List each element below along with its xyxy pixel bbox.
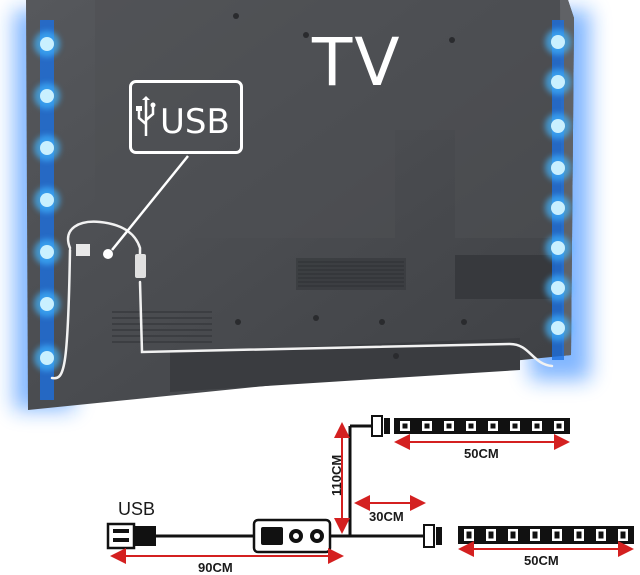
led-left-2 [34, 83, 60, 109]
strip-led-core [620, 531, 626, 539]
dim-label-90cm: 90CM [198, 560, 233, 575]
led-dots-left [34, 31, 60, 371]
strip-led-core [598, 531, 604, 539]
usb-plug [106, 522, 156, 550]
led-right-2 [545, 69, 571, 95]
dim-label-110cm: 110CM [329, 454, 344, 496]
tv-label: TV [312, 24, 402, 101]
led-right-4 [545, 155, 571, 181]
dim-label-50cm-top: 50CM [464, 446, 499, 461]
led-left-3 [34, 135, 60, 161]
strip-led-core [446, 423, 452, 429]
led-strip-bottom [458, 526, 634, 544]
usb-plug-label: USB [118, 499, 156, 519]
led-left-4 [34, 187, 60, 213]
tv-cable [50, 220, 554, 380]
strip-led-core [402, 423, 408, 429]
strip-led-core [488, 531, 494, 539]
led-right-3 [545, 113, 571, 139]
usb-icon [136, 96, 156, 136]
controller-box [252, 518, 332, 554]
led-right-5 [545, 195, 571, 221]
strip-led-core [554, 531, 560, 539]
wiring-diagram [106, 415, 634, 564]
led-strip-right [552, 20, 564, 360]
strip-led-core [534, 423, 540, 429]
strip-led-core [512, 423, 518, 429]
led-right-7 [545, 275, 571, 301]
callout-pointer [103, 155, 189, 259]
strip-body [394, 418, 570, 434]
strip-body [458, 526, 634, 544]
led-left-6 [34, 291, 60, 317]
usb-callout-box [129, 80, 243, 154]
strip-led-core [490, 423, 496, 429]
strip-led-core [468, 423, 474, 429]
bottom-strip-connector [423, 524, 442, 548]
strip-led-core [532, 531, 538, 539]
led-right-1 [545, 29, 571, 55]
dim-label-30cm: 30CM [369, 509, 404, 524]
led-right-8 [545, 315, 571, 341]
usb-callout-label: USB [160, 102, 230, 142]
led-left-5 [34, 239, 60, 265]
led-right-6 [545, 235, 571, 261]
led-strip-top [394, 418, 570, 434]
led-left-1 [34, 31, 60, 57]
strip-led-core [556, 423, 562, 429]
usb-plug-on-tv [76, 244, 146, 278]
tv-back-panel [26, 0, 574, 410]
strip-led-core [424, 423, 430, 429]
strip-led-core [466, 531, 472, 539]
led-dots-right [545, 29, 571, 341]
strip-led-core [510, 531, 516, 539]
top-strip-connector [371, 415, 390, 437]
dim-label-50cm-bottom: 50CM [524, 553, 559, 568]
led-left-7 [34, 345, 60, 371]
strip-led-core [576, 531, 582, 539]
